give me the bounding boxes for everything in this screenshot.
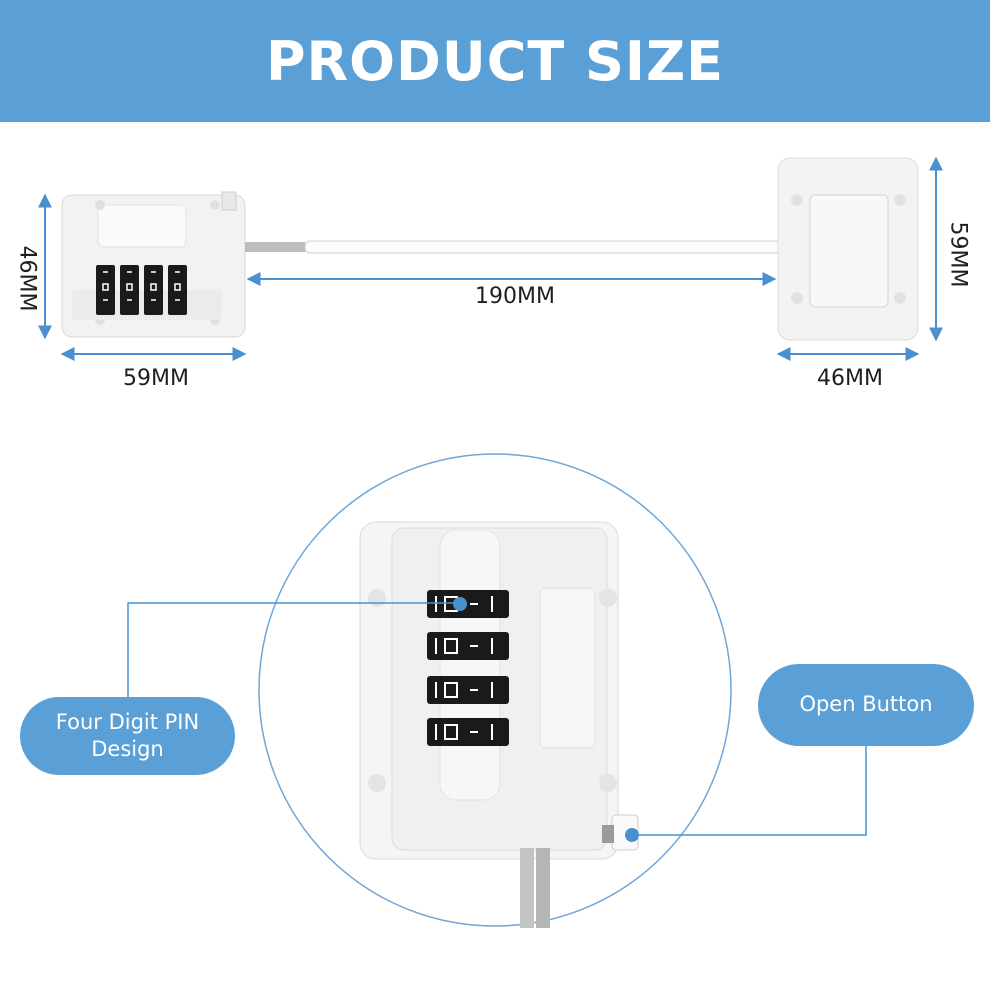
lock-body-top-view: [61, 191, 246, 338]
steel-cable: [245, 240, 806, 254]
pin-wheels-zoomed: [427, 590, 509, 746]
lock-width-label: 59MM: [123, 366, 189, 391]
pin-callout-connector: [127, 597, 467, 705]
page-title: PRODUCT SIZE: [265, 30, 725, 93]
open-button-callout: Open Button: [758, 664, 974, 746]
pin-wheels-top: [96, 265, 187, 315]
plate-height-label: 59MM: [945, 221, 971, 288]
plate-width-label: 46MM: [817, 366, 883, 391]
button-callout-connector: [625, 745, 867, 842]
header-banner: PRODUCT SIZE: [0, 0, 990, 122]
lock-height-label: 46MM: [14, 245, 40, 312]
pin-design-callout: Four Digit PIN Design: [20, 697, 235, 775]
anchor-plate-top-view: [777, 157, 919, 341]
cable-length-label: 190MM: [475, 284, 555, 309]
